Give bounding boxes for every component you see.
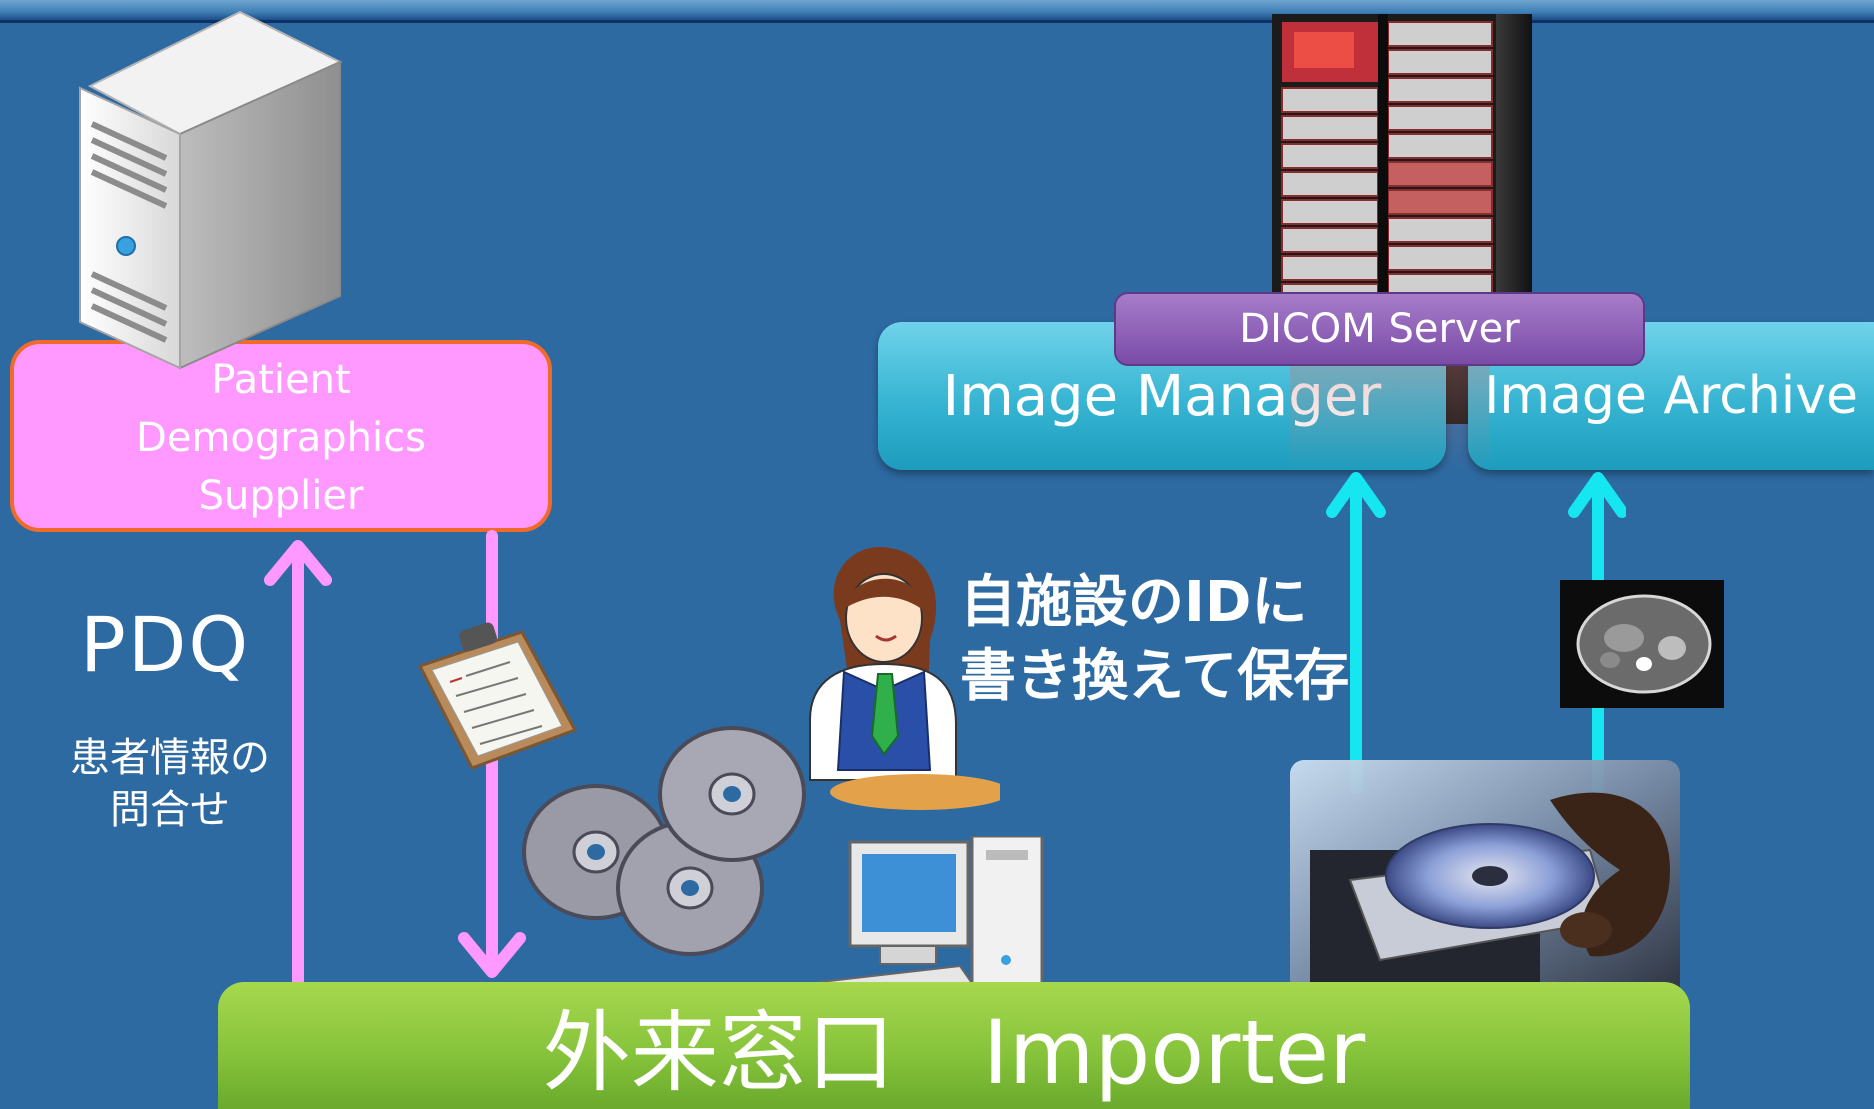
- rewrite-line-1: 自施設のIDに: [960, 570, 1308, 635]
- query-line-1: 患者情報の: [70, 735, 270, 781]
- disc-icon: [658, 726, 806, 862]
- rewrite-id-label: 自施設のIDに 書き換えて保存: [960, 566, 1400, 714]
- rewrite-line-2: 書き換えて保存: [960, 644, 1350, 709]
- patient-query-label: 患者情報の 問合せ: [50, 732, 290, 836]
- dicom-server-box: DICOM Server: [1114, 292, 1645, 366]
- patient-demographics-supplier-box: Patient Demographics Supplier: [10, 340, 552, 532]
- clipboard-icon: [417, 622, 578, 770]
- disc-drive-photo-icon: [1290, 760, 1680, 1000]
- pds-line-1: Patient: [211, 357, 351, 403]
- query-line-2: 問合せ: [110, 787, 230, 833]
- server-tower-icon: [79, 10, 343, 370]
- ct-scan-icon: [1560, 580, 1724, 708]
- importer-box: 外来窓口 Importer: [218, 982, 1690, 1109]
- pdq-label: PDQ: [80, 600, 251, 689]
- server-rack-icon: [1272, 14, 1532, 424]
- pds-line-3: Supplier: [198, 473, 364, 519]
- receptionist-icon: [809, 546, 1000, 810]
- pds-line-2: Demographics: [136, 415, 426, 461]
- store-arrows: [1326, 472, 1626, 794]
